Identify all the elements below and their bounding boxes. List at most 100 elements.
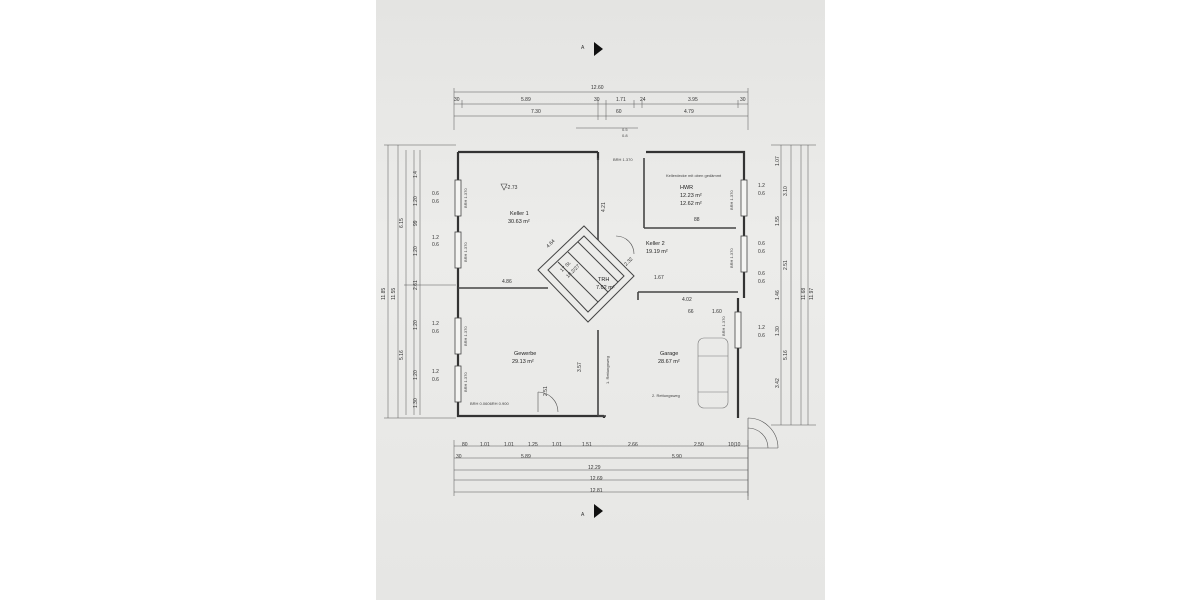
- room-garage-name: Garage: [660, 351, 679, 357]
- dim-right-seg-7: 3.42: [775, 378, 781, 388]
- dim-top-730: 7.30: [531, 109, 541, 115]
- room-keller2-name: Keller 2: [646, 241, 665, 247]
- room-keller2-area: 19.19 m²: [646, 249, 668, 255]
- dim-1-67: 1.67: [654, 275, 664, 281]
- room-trh-area: 7.02 m²: [596, 285, 615, 291]
- dim-right-06b: 0.6: [758, 241, 765, 247]
- dim-bottom-250: 2.50: [694, 442, 704, 448]
- dim-top-small-b: 0.8: [622, 133, 628, 138]
- rettungsweg-2-label: 2. Rettungsweg: [652, 393, 680, 398]
- dim-left-seg-6: 1.20: [413, 370, 419, 380]
- dim-top-60: 60: [616, 109, 622, 115]
- dim-top-small-a: 0.5: [622, 127, 628, 132]
- dim-top-395: 3.95: [688, 97, 698, 103]
- left-dimension-lines: [384, 144, 456, 419]
- brh-right-2: BRH 1.370: [729, 248, 734, 268]
- dim-bottom-30: 30: [456, 454, 462, 460]
- dim-right-seg-1: 3.10: [783, 186, 789, 196]
- brh-left-3: BRH 1.370: [463, 326, 468, 346]
- dim-top-30a: 30: [454, 97, 460, 103]
- dim-top-24: 24: [640, 97, 646, 103]
- brh-left-1: BRH 1.370: [463, 188, 468, 208]
- dim-bottom-101c: 1.01: [552, 442, 562, 448]
- dim-66: 66: [688, 309, 694, 315]
- room-hwr-area2: 12.62 m²: [680, 201, 702, 207]
- dim-left-06e: 0.6: [432, 377, 439, 383]
- brh-left-2: BRH 1.370: [463, 242, 468, 262]
- dim-left-06c: 0.6: [432, 242, 439, 248]
- dim-left-12b: 1.2: [432, 321, 439, 327]
- room-hwr-name: HWR: [680, 185, 694, 191]
- dim-2-51: 2.51: [543, 386, 549, 396]
- dim-right-seg-4: 1.46: [775, 290, 781, 300]
- hwr-note: Kellerdecke mit oben gedämmt: [666, 173, 722, 178]
- dim-bottom-590: 5.90: [672, 454, 682, 460]
- dim-top-30b: 30: [594, 97, 600, 103]
- dim-right-06c: 0.6: [758, 249, 765, 255]
- dim-bottom-589: 5.89: [521, 454, 531, 460]
- dim-right-06f: 0.6: [758, 333, 765, 339]
- door-swings: [537, 235, 635, 413]
- room-gewerbe-name: Gewerbe: [514, 351, 537, 357]
- dim-right-seg-5: 1.30: [775, 326, 781, 336]
- dim-bottom-1269: 12.69: [590, 476, 603, 482]
- floor-plan-drawing: [384, 88, 816, 500]
- dim-right-1168: 11.68: [801, 287, 807, 300]
- dim-bottom-266: 2.66: [628, 442, 638, 448]
- brh-right-3: BRH 1.370: [721, 316, 726, 336]
- dim-left-06b: 0.6: [432, 199, 439, 205]
- dim-left-1185: 11.85: [381, 287, 387, 300]
- windows-left: [454, 179, 462, 403]
- dim-right-seg-2: 1.55: [775, 216, 781, 226]
- dim-bottom-80: 80: [462, 442, 468, 448]
- top-dimension-lines: [453, 88, 749, 130]
- dim-right-seg-0: 1.07: [775, 156, 781, 166]
- section-label-top: A: [581, 45, 585, 51]
- dim-bottom-101a: 1.01: [480, 442, 490, 448]
- dim-left-seg-7: 1.30: [413, 398, 419, 408]
- dim-bottom-1281: 12.81: [590, 488, 603, 494]
- level-marker: [500, 183, 508, 191]
- interior-walls: [458, 158, 738, 417]
- dim-top-total: 12.60: [591, 85, 604, 91]
- dim-right-1197: 11.97: [809, 287, 815, 300]
- exterior-stair: [747, 417, 779, 500]
- dim-left-12a: 1.2: [432, 235, 439, 241]
- dim-left-seg-3: 1.20: [413, 246, 419, 256]
- dim-bottom-125: 1.25: [528, 442, 538, 448]
- right-dimension-lines: [771, 144, 816, 426]
- dim-bottom-151: 1.51: [582, 442, 592, 448]
- rettungsweg-1-label: 1. Rettungsweg: [605, 356, 610, 384]
- dim-top-479: 4.79: [684, 109, 694, 115]
- dim-left-seg-2: 99: [413, 220, 419, 226]
- dim-left-12c: 1.2: [432, 369, 439, 375]
- dim-right-seg-6: 5.16: [783, 350, 789, 360]
- section-arrow-bottom-icon: [594, 504, 603, 518]
- dim-right-12b: 1.2: [758, 325, 765, 331]
- dim-bottom-101b: 1.01: [504, 442, 514, 448]
- room-keller1-area: 30.63 m²: [508, 219, 530, 225]
- room-keller1-name: Keller 1: [510, 211, 529, 217]
- dim-right-06e: 0.6: [758, 279, 765, 285]
- brh-bottom-label: BRH 0.0606RH 0.900: [470, 401, 509, 406]
- dim-left-615: 6.15: [399, 218, 405, 228]
- dim-left-seg-5: 1.20: [413, 320, 419, 330]
- dim-4-86: 4.86: [502, 279, 512, 285]
- dim-4-02: 4.02: [682, 297, 692, 303]
- room-trh-name: TRH: [598, 277, 610, 283]
- dim-4-21: 4.21: [601, 202, 607, 212]
- plan-sheet: A A 12.60 30 5.89 30 1.71 24 3.95 30 7.3…: [376, 0, 825, 600]
- dim-right-seg-3: 2.51: [783, 260, 789, 270]
- room-gewerbe-area: 29.13 m²: [512, 359, 534, 365]
- dim-left-06d: 0.6: [432, 329, 439, 335]
- dim-top-30c: 30: [740, 97, 746, 103]
- dim-right-06a: 0.6: [758, 191, 765, 197]
- brh-right-1: BRH 1.370: [729, 190, 734, 210]
- section-arrow-top-icon: [594, 42, 603, 56]
- dim-left-06a: 0.6: [432, 191, 439, 197]
- dim-right-06d: 0.6: [758, 271, 765, 277]
- dim-left-seg-0: 1.4: [413, 171, 419, 178]
- dim-bottom-1010: 10|10: [728, 442, 741, 448]
- bottom-dimension-lines: [453, 440, 749, 496]
- dim-1-60: 1.60: [712, 309, 722, 315]
